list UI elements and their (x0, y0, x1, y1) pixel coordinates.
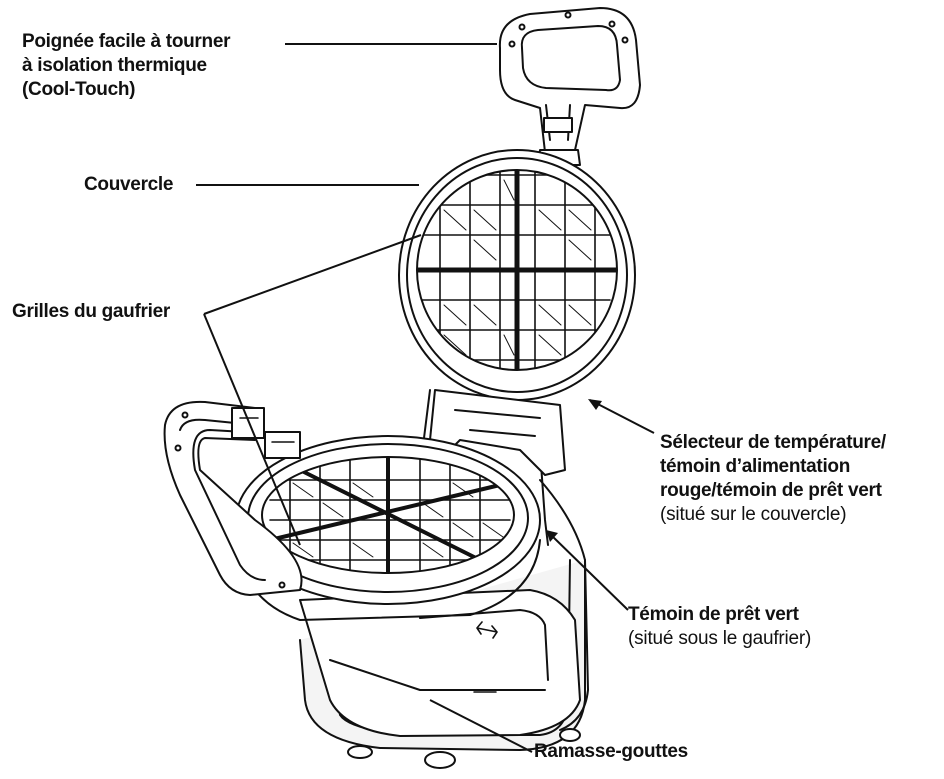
label-selector-line-3: rouge/témoin de prêt vert (660, 479, 886, 503)
lid-handle (500, 8, 640, 165)
label-handle-line-3: (Cool-Touch) (22, 78, 230, 102)
label-grids-text: Grilles du gaufrier (12, 300, 170, 324)
label-selector-note: (situé sur le couvercle) (660, 503, 886, 527)
label-handle: Poignée facile à tourner à isolation the… (22, 30, 230, 102)
label-ready-light-text: Témoin de prêt vert (628, 603, 811, 627)
leader-grids-upper (204, 235, 421, 314)
label-handle-line-1: Poignée facile à tourner (22, 30, 230, 54)
leader-selector (590, 400, 654, 433)
label-handle-line-2: à isolation thermique (22, 54, 230, 78)
label-selector-line-1: Sélecteur de température/ (660, 431, 886, 455)
label-grids: Grilles du gaufrier (12, 300, 170, 324)
label-cover: Couvercle (84, 173, 173, 197)
label-ready-light: Témoin de prêt vert (situé sous le gaufr… (628, 603, 811, 651)
label-drip-tray: Ramasse-gouttes (534, 740, 688, 764)
label-drip-tray-text: Ramasse-gouttes (534, 740, 688, 764)
label-selector-line-2: témoin d’alimentation (660, 455, 886, 479)
label-cover-text: Couvercle (84, 173, 173, 197)
label-ready-light-note: (situé sous le gaufrier) (628, 627, 811, 651)
lid (399, 150, 635, 475)
label-selector: Sélecteur de température/ témoin d’alime… (660, 431, 886, 527)
drip-tray (300, 590, 580, 736)
